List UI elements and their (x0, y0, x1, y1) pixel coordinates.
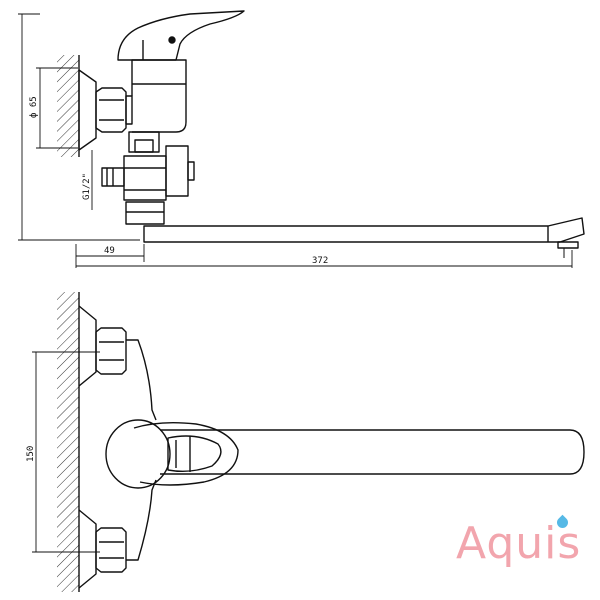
side-diverter-knob (165, 145, 189, 197)
front-lever-window (167, 435, 222, 473)
side-upper-nut (128, 131, 160, 153)
front-upper-nut (95, 327, 127, 375)
front-spout (160, 429, 585, 475)
front-upper-flange (78, 305, 97, 387)
front-dimensions (32, 351, 100, 553)
front-view (57, 292, 585, 592)
side-dimensions (18, 13, 573, 268)
side-spout (143, 217, 585, 243)
side-lower-nut (125, 201, 165, 225)
side-aerator (557, 241, 579, 249)
side-lever-handle (117, 10, 245, 61)
front-wall-hatch (57, 292, 79, 592)
brand-logo: Aquis (456, 518, 582, 569)
front-cartridge (105, 419, 171, 489)
side-view (57, 10, 585, 258)
front-lower-flange (78, 509, 97, 589)
side-diverter-block (123, 155, 167, 201)
front-lower-nut (95, 527, 127, 573)
dim-spout-length: 372 (312, 256, 328, 266)
side-hex-nut (95, 87, 127, 133)
side-flange (78, 69, 97, 151)
front-body (126, 339, 157, 561)
side-mixer-body (131, 59, 187, 133)
dim-center-distance: 150 (26, 446, 36, 462)
dim-nut-diameter: ф 65 (29, 96, 39, 118)
dim-thread: G1/2" (82, 173, 92, 200)
dim-wall-offset: 49 (104, 246, 115, 256)
side-wall-hatch (57, 55, 79, 157)
front-lever (133, 421, 239, 486)
